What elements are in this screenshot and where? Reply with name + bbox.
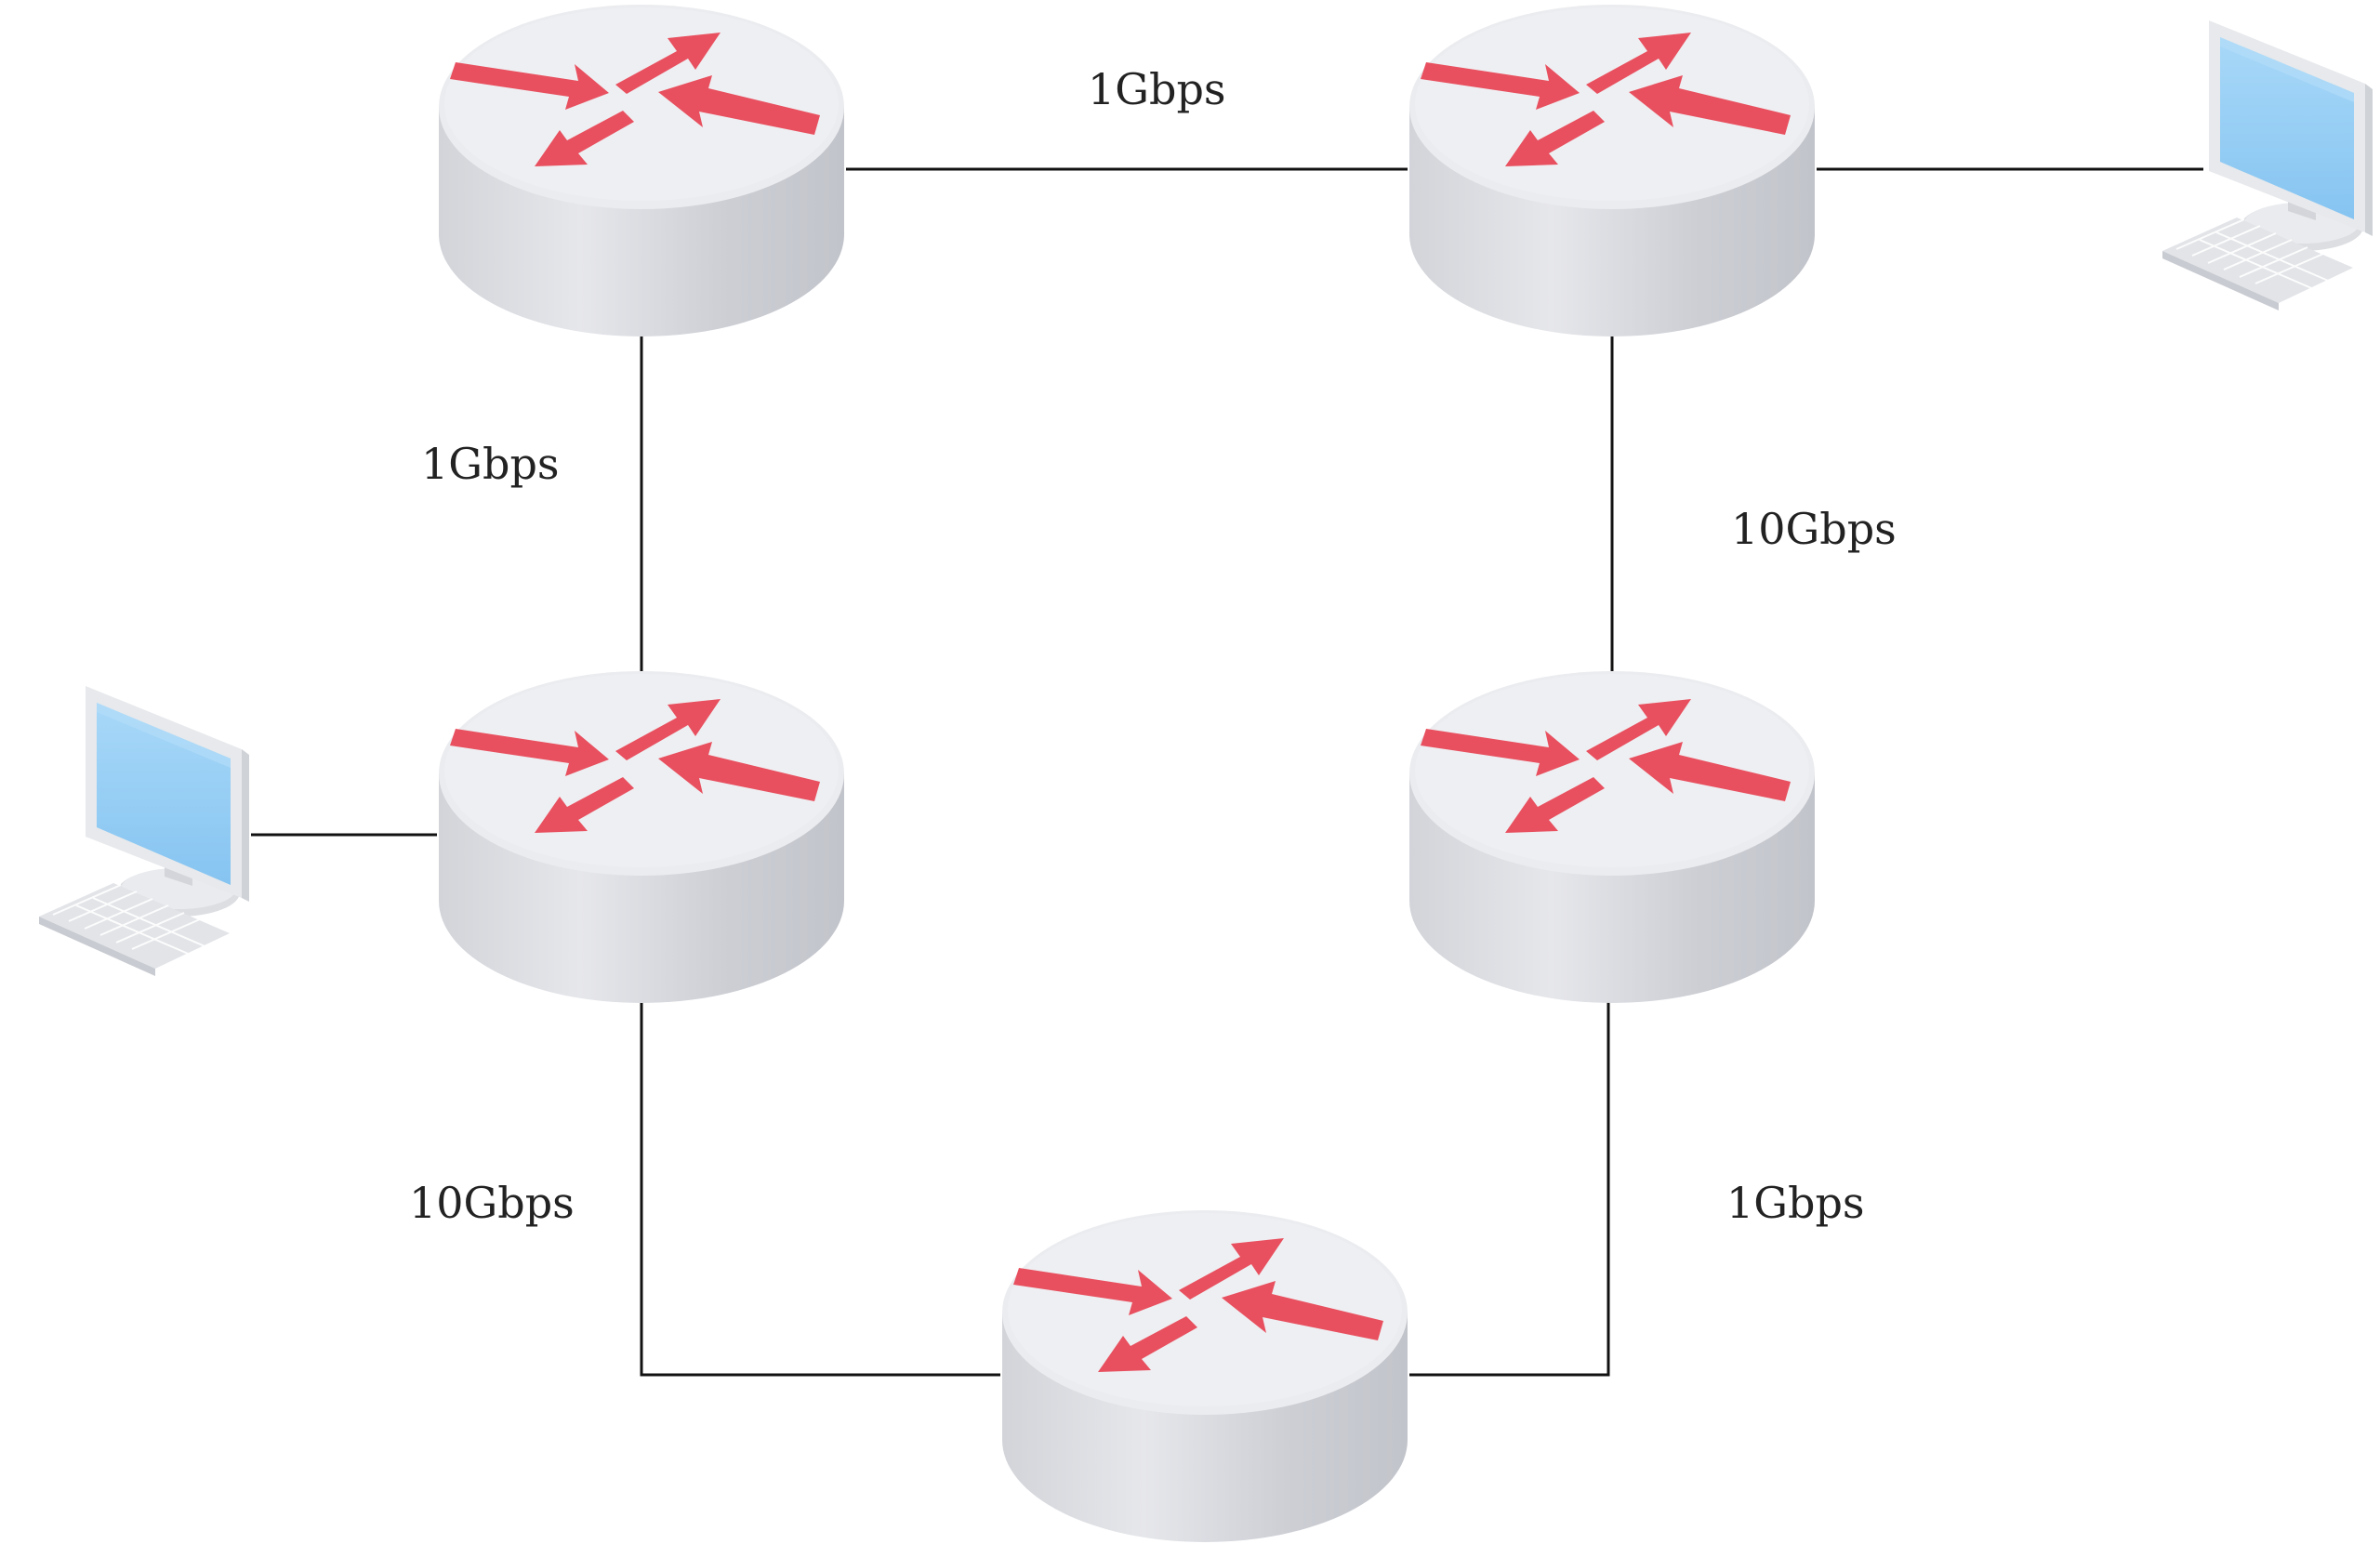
router-mid-right[interactable] bbox=[1409, 671, 1815, 1003]
computer-left[interactable] bbox=[38, 685, 250, 977]
link-label-left-upper: 1Gbps bbox=[421, 439, 560, 489]
router-icon bbox=[1409, 671, 1815, 1003]
router-icon bbox=[1002, 1210, 1408, 1542]
router-top-left[interactable] bbox=[439, 5, 844, 337]
desktop-computer-icon bbox=[2162, 20, 2373, 311]
computer-right[interactable] bbox=[2162, 20, 2373, 311]
router-top-right[interactable] bbox=[1409, 5, 1815, 337]
router-bottom[interactable] bbox=[1002, 1210, 1408, 1542]
link-label-left-lower: 10Gbps bbox=[409, 1178, 575, 1228]
router-icon bbox=[439, 5, 844, 337]
router-icon bbox=[439, 671, 844, 1003]
router-mid-left[interactable] bbox=[439, 671, 844, 1003]
links bbox=[251, 167, 2203, 1377]
desktop-computer-icon bbox=[38, 685, 250, 977]
link-left-bottom bbox=[640, 1002, 1000, 1377]
link-label-top: 1Gbps bbox=[1088, 64, 1226, 114]
link-right-bottom bbox=[1409, 1002, 1610, 1377]
link-label-right-lower: 1Gbps bbox=[1726, 1178, 1865, 1228]
router-icon bbox=[1409, 5, 1815, 337]
link-label-right-upper: 10Gbps bbox=[1731, 504, 1897, 554]
